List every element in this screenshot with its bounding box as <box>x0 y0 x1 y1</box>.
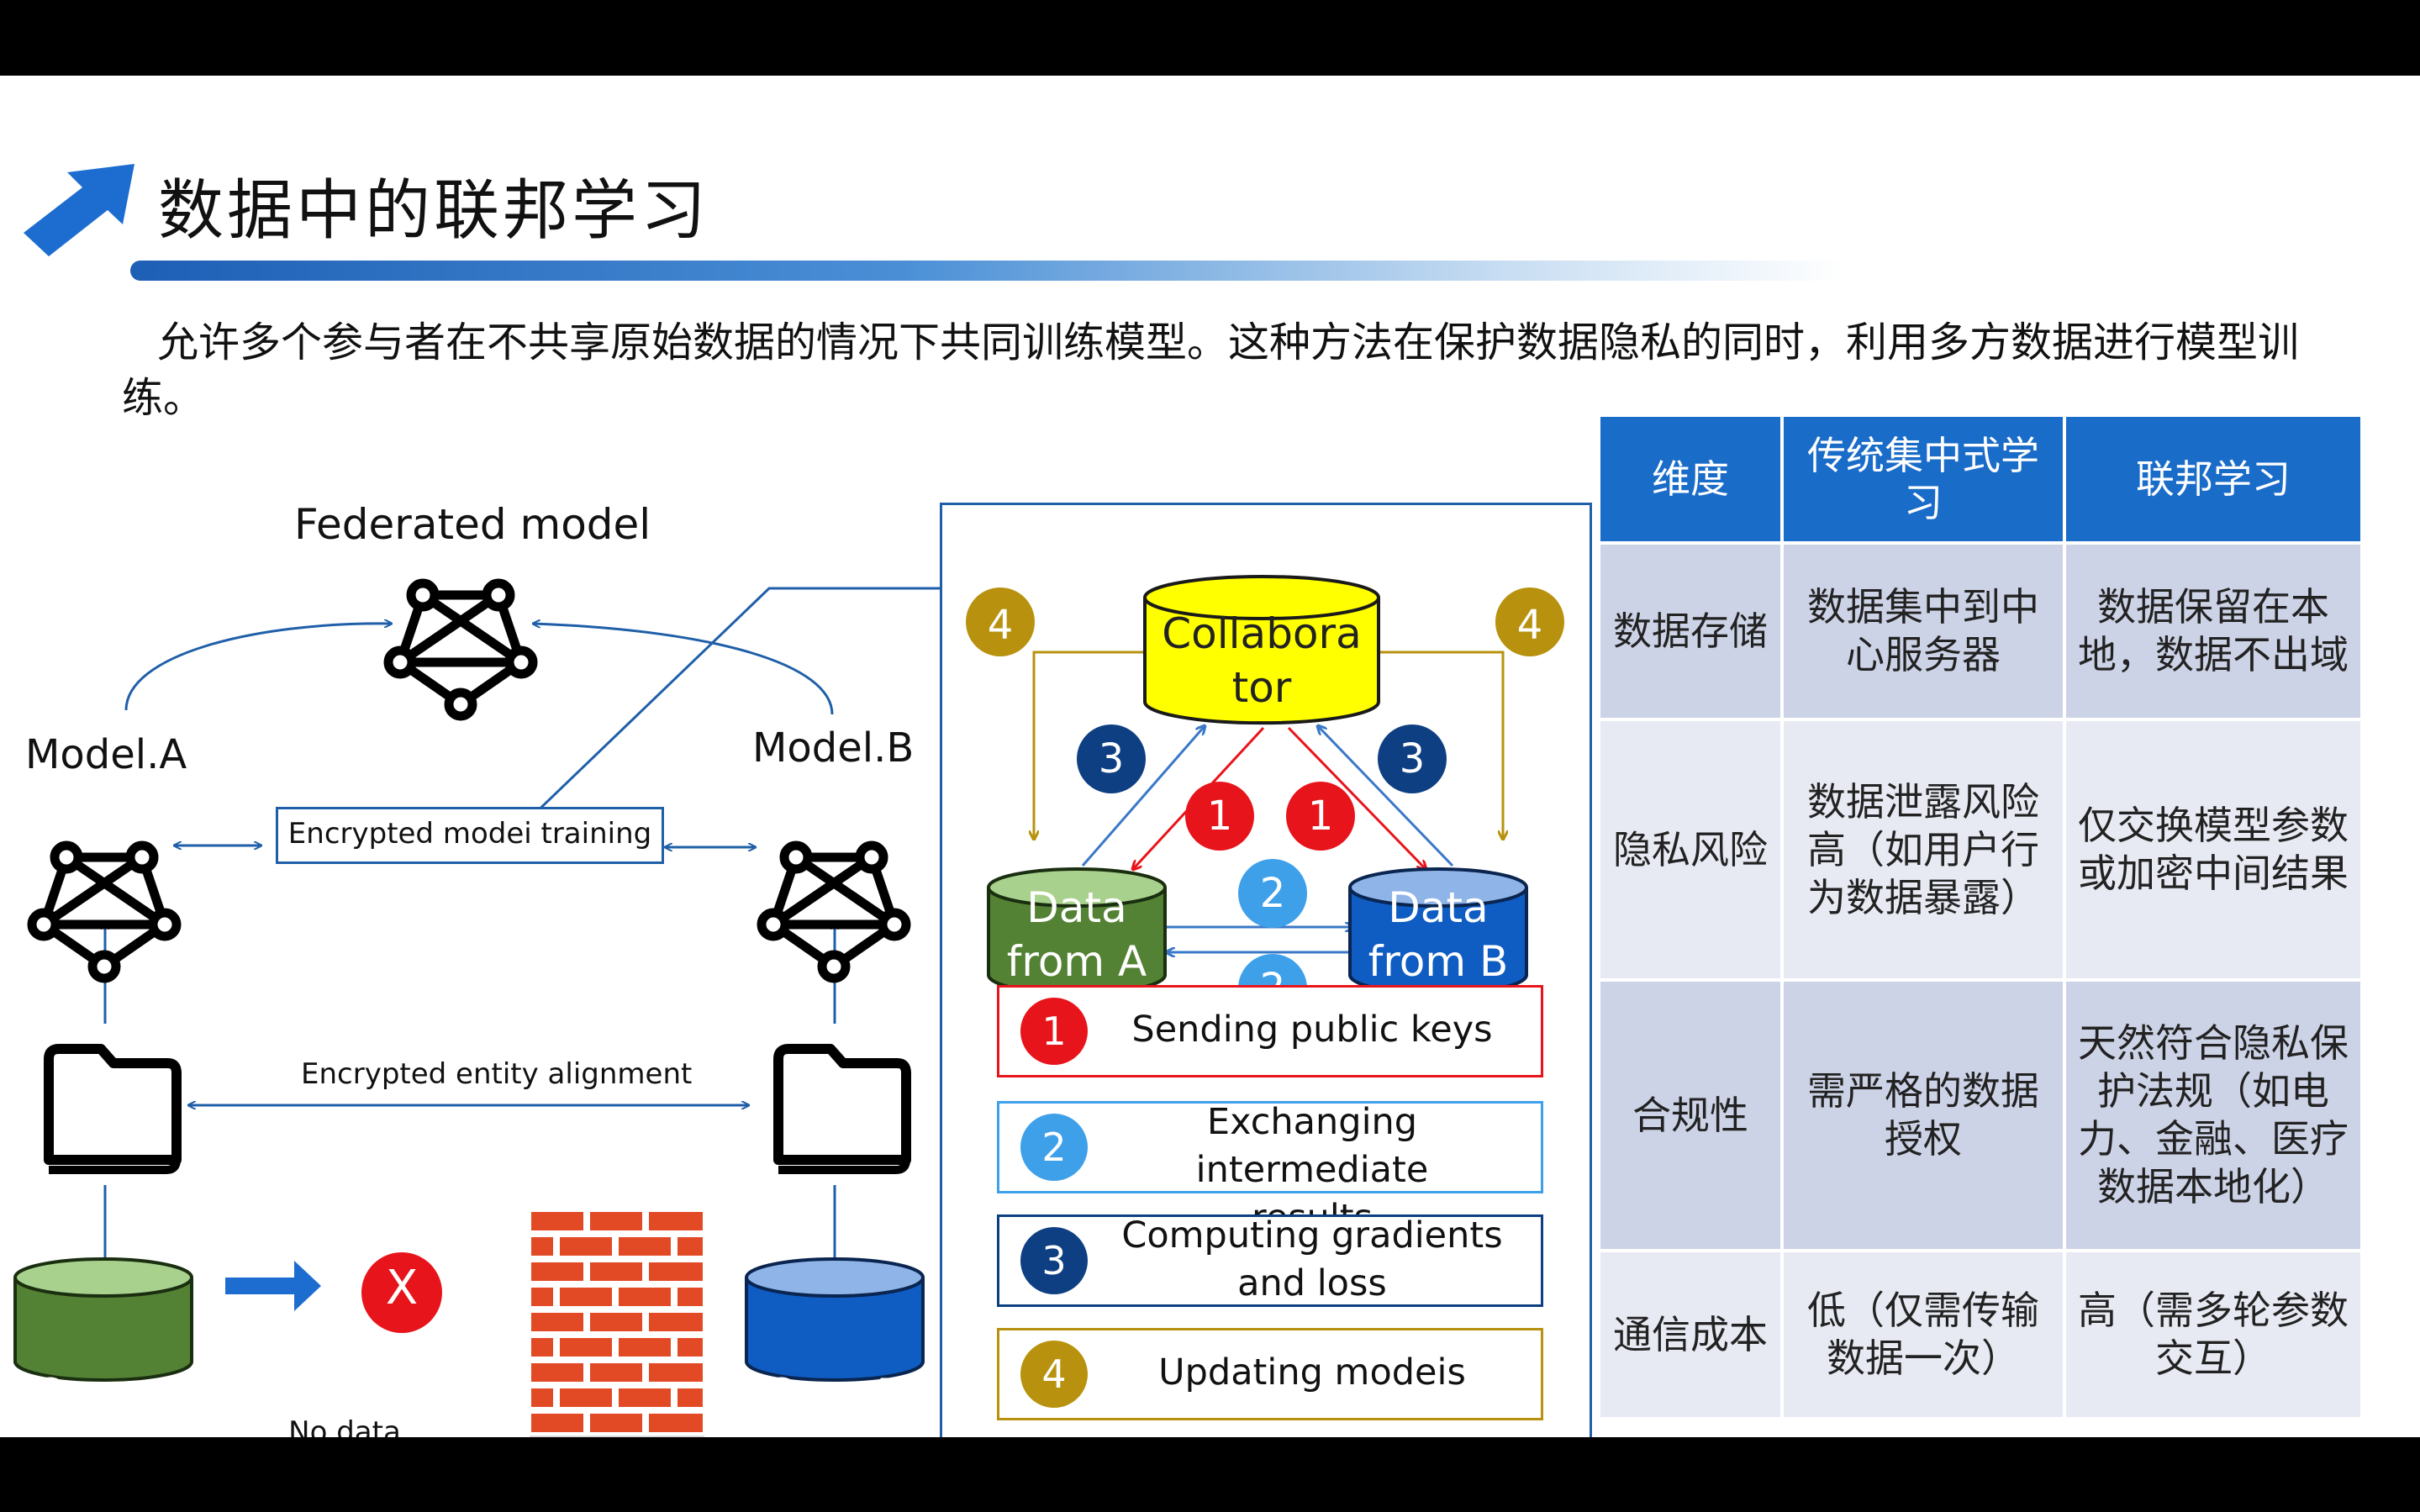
corp-a-label: Corp.A <box>15 1370 192 1419</box>
table-header-row: 维度 传统集中式学习 联邦学习 <box>1600 417 2360 541</box>
block-arrow <box>225 1261 321 1311</box>
collaborator-line2: tor <box>1145 661 1379 714</box>
firewall-icon <box>530 1210 704 1437</box>
federated-model-icon <box>388 583 533 716</box>
step1-left-number: 1 <box>1185 793 1254 840</box>
table-row: 隐私风险 数据泄露风险高（如用户行为数据暴露） 仅交换模型参数或加密中间结果 <box>1600 721 2360 978</box>
table-header-cell: 维度 <box>1600 417 1780 541</box>
no-exchange-mark: X <box>361 1261 442 1315</box>
comparison-table: 维度 传统集中式学习 联邦学习 数据存储 数据集中到中心服务器 数据保留在本地，… <box>1597 414 2364 1420</box>
data-b-label: Data from B <box>1350 881 1526 988</box>
no-data-label: No data exchange <box>277 1414 412 1437</box>
table-cell: 数据泄露风险高（如用户行为数据暴露） <box>1784 721 2063 978</box>
legend-4-number: 4 <box>1020 1341 1088 1408</box>
legend-3-text: Computing gradients and loss <box>1092 1212 1532 1308</box>
legend-item-2: 2 Exchanging intermediate results <box>997 1101 1543 1193</box>
table-cell: 仅交换模型参数或加密中间结果 <box>2066 721 2360 978</box>
table-cell: 数据存储 <box>1600 545 1780 718</box>
legend-4-text: Updating modeis <box>1092 1349 1532 1397</box>
step3-left-number: 3 <box>1077 735 1146 782</box>
table-header-cell: 传统集中式学习 <box>1784 417 2063 541</box>
table-cell: 数据集中到中心服务器 <box>1784 545 2063 718</box>
data-a-line2: from A <box>989 935 1165 988</box>
model-b-label: Model.B <box>752 724 914 772</box>
model-a-icon <box>32 846 177 978</box>
folder-a-icon <box>49 1049 177 1170</box>
table-cell: 需严格的数据授权 <box>1784 982 2063 1249</box>
legend-item-3: 3 Computing gradients and loss <box>997 1214 1543 1307</box>
corp-b-label: Corp.B <box>746 1370 923 1419</box>
table-row: 合规性 需严格的数据授权 天然符合隐私保护法规（如电力、金融、医疗数据本地化） <box>1600 982 2360 1249</box>
collaborator-label: Collabora tor <box>1145 607 1379 714</box>
data-b-line2: from B <box>1350 935 1526 988</box>
table-header-cell: 联邦学习 <box>2066 417 2360 541</box>
model-b-icon <box>762 846 906 978</box>
encrypted-training-label: Encrypted modei training <box>276 817 664 851</box>
step4-right-number: 4 <box>1495 602 1564 649</box>
table-cell: 数据保留在本地，数据不出域 <box>2066 545 2360 718</box>
slide: 数据中的联邦学习 允许多个参与者在不共享原始数据的情况下共同训练模型。这种方法在… <box>0 76 2420 1437</box>
step4-left-number: 4 <box>966 602 1035 649</box>
data-a-label: Data from A <box>989 881 1165 988</box>
table-cell: 高（需多轮参数交互） <box>2066 1252 2360 1417</box>
legend-3-line2: and loss <box>1092 1260 1532 1308</box>
encrypted-alignment-label: Encrypted entity alignment <box>301 1057 692 1091</box>
corp-b-database <box>746 1259 923 1380</box>
table-row: 通信成本 低（仅需传输数据一次） 高（需多轮参数交互） <box>1600 1252 2360 1417</box>
legend-item-1: 1 Sending public keys <box>997 985 1543 1077</box>
model-a-to-fed-arrow <box>126 624 391 710</box>
model-a-label: Model.A <box>25 731 187 778</box>
legend-3-number: 3 <box>1020 1227 1088 1294</box>
data-a-line1: Data <box>989 881 1165 935</box>
folder-b-icon <box>778 1049 906 1170</box>
legend-1-text: Sending public keys <box>1092 1006 1532 1054</box>
legend-2-line1: Exchanging intermediate <box>1092 1098 1532 1194</box>
no-data-line1: No data <box>277 1414 412 1437</box>
table-cell: 隐私风险 <box>1600 721 1780 978</box>
step1-right-number: 1 <box>1286 793 1355 840</box>
federated-model-label: Federated model <box>294 500 651 549</box>
corp-a-database <box>15 1259 192 1380</box>
data-b-line1: Data <box>1350 881 1526 935</box>
table-cell: 合规性 <box>1600 982 1780 1249</box>
model-b-to-fed-arrow <box>534 624 832 714</box>
legend-3-line1: Computing gradients <box>1092 1212 1532 1260</box>
table-cell: 天然符合隐私保护法规（如电力、金融、医疗数据本地化） <box>2066 982 2360 1249</box>
table-cell: 低（仅需传输数据一次） <box>1784 1252 2063 1417</box>
collaborator-line1: Collabora <box>1145 607 1379 661</box>
table-row: 数据存储 数据集中到中心服务器 数据保留在本地，数据不出域 <box>1600 545 2360 718</box>
step2-top-number: 2 <box>1238 870 1307 917</box>
table-cell: 通信成本 <box>1600 1252 1780 1417</box>
legend-2-number: 2 <box>1020 1114 1088 1181</box>
legend-item-4: 4 Updating modeis <box>997 1328 1543 1420</box>
legend-1-number: 1 <box>1020 998 1088 1065</box>
step3-right-number: 3 <box>1378 735 1447 782</box>
